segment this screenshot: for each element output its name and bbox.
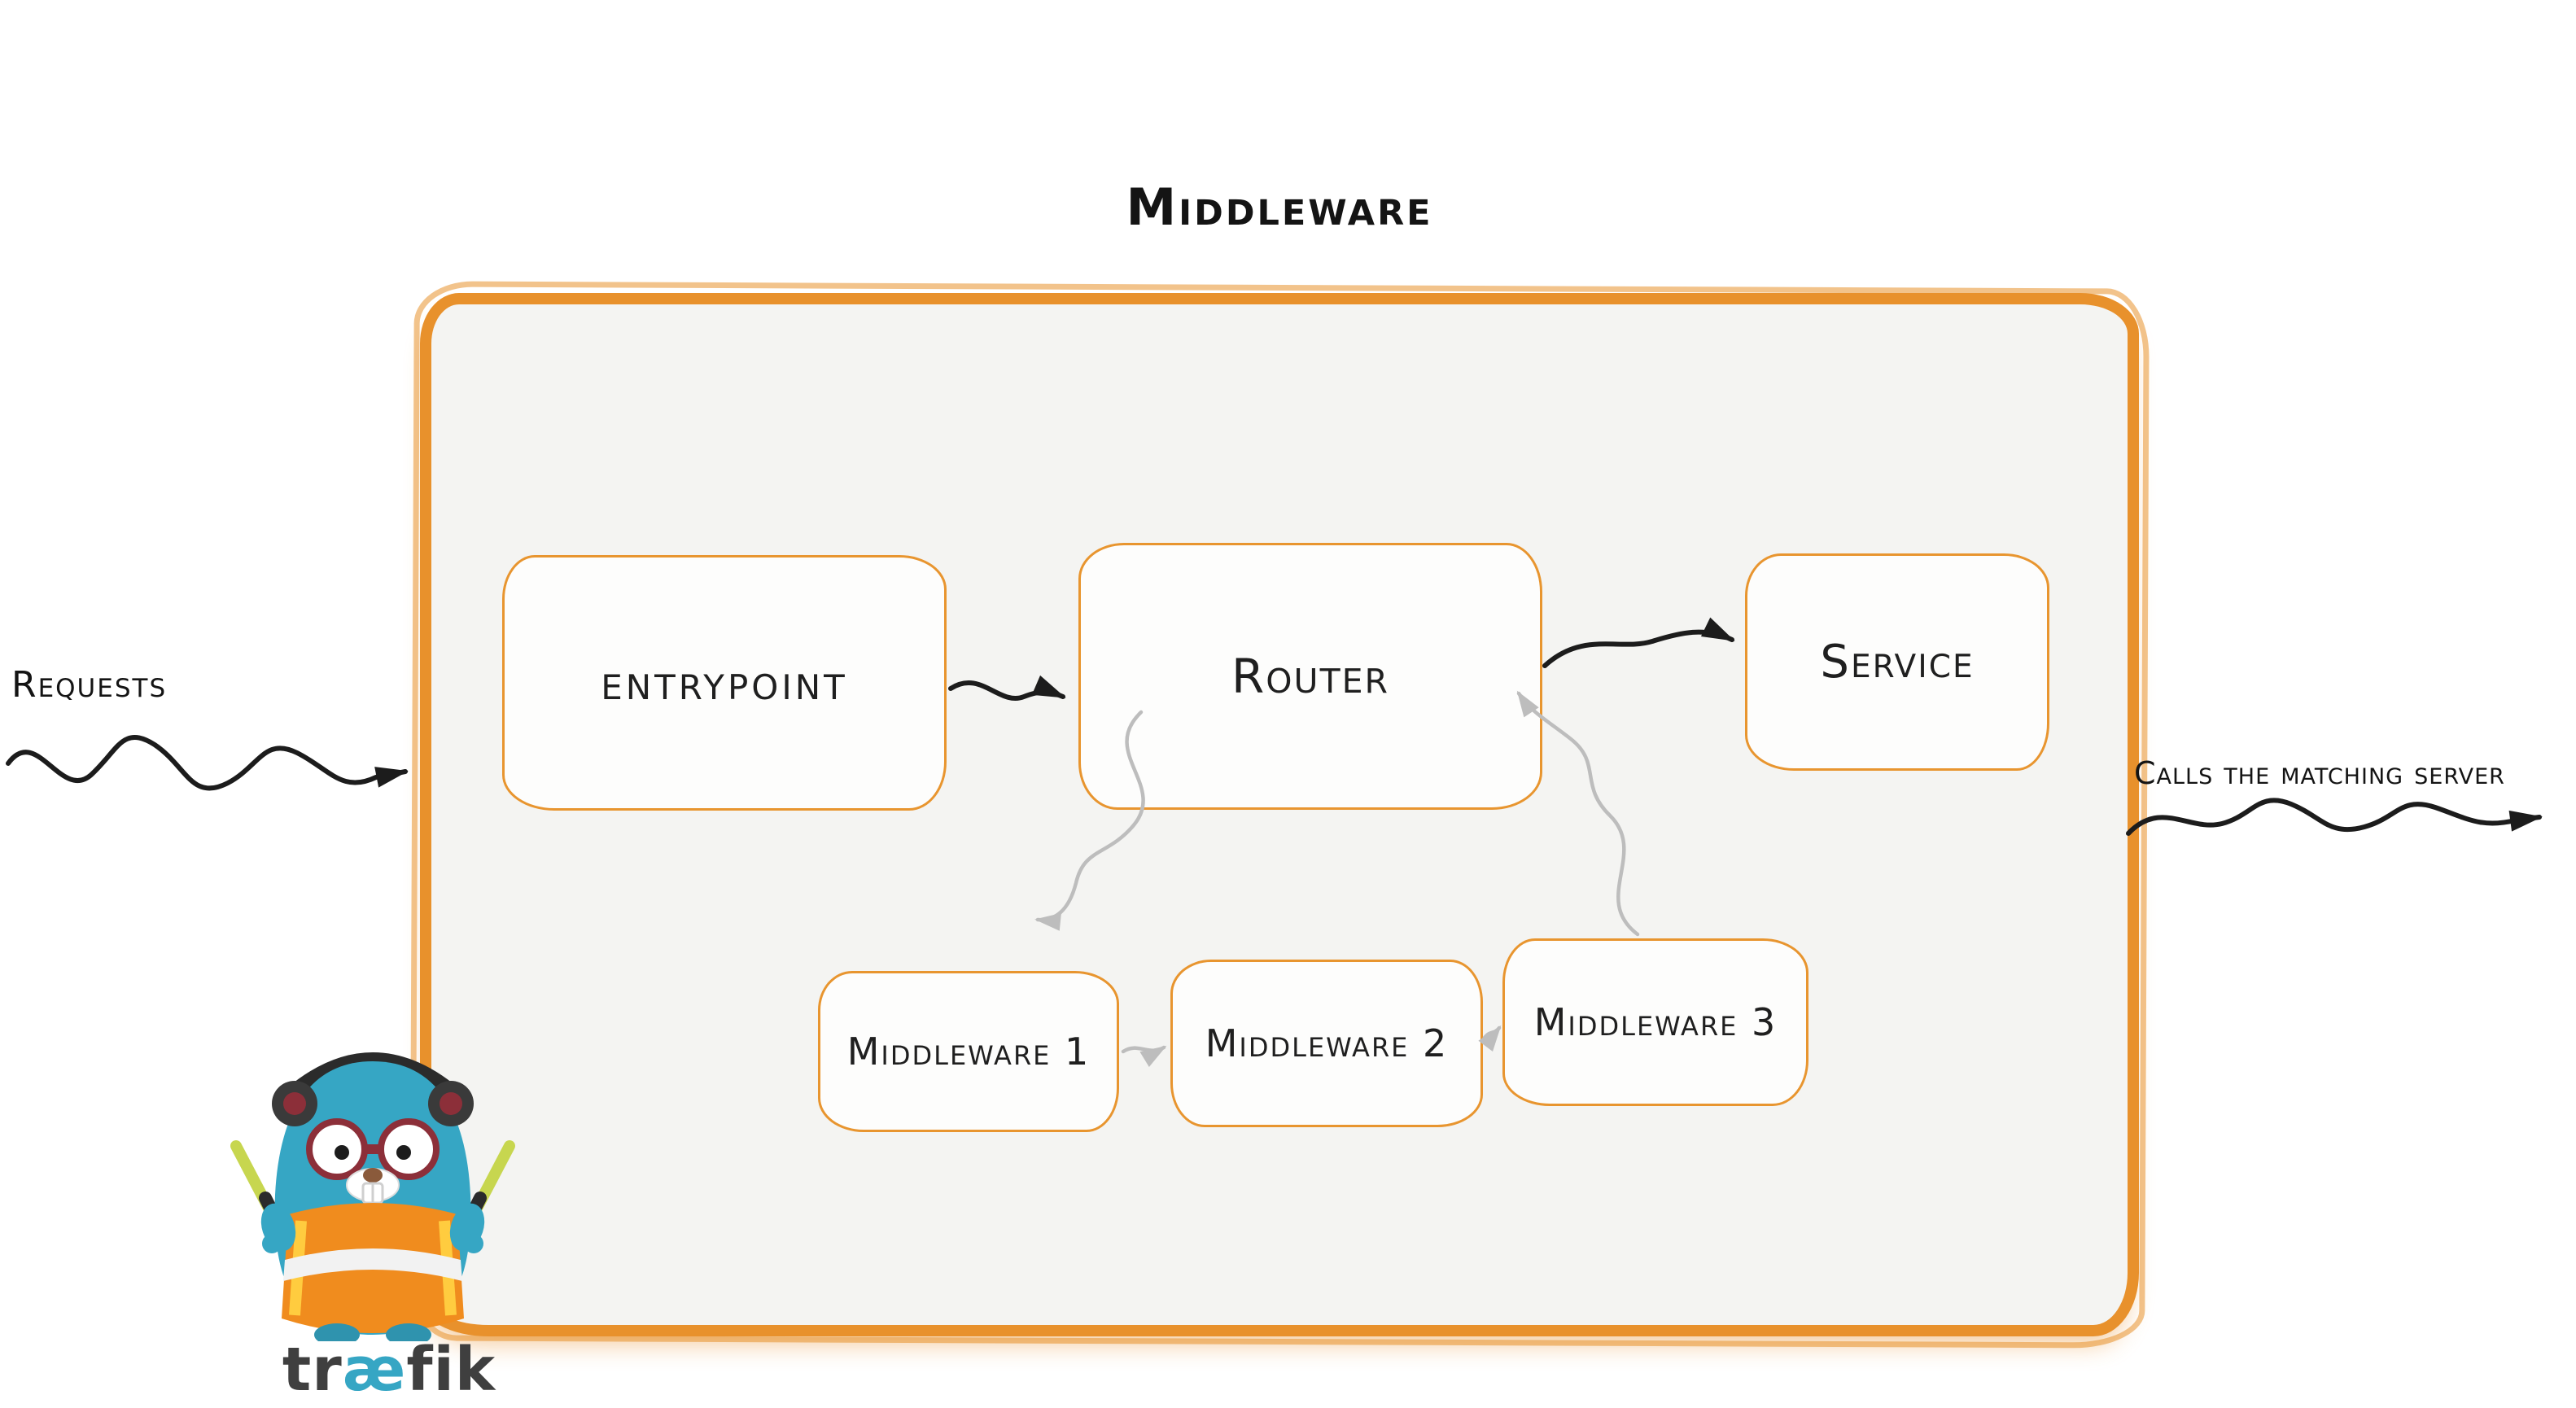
node-middleware-2: Middleware 2	[1170, 960, 1483, 1127]
node-entrypoint-label: entrypoint	[601, 654, 848, 711]
diagram-title: Middleware	[1126, 177, 1433, 237]
node-middleware-1: Middleware 1	[818, 971, 1119, 1132]
wordmark-ligature: æ	[342, 1335, 407, 1405]
node-middleware-3-label: Middleware 3	[1533, 1000, 1778, 1044]
node-service-label: Service	[1820, 636, 1975, 689]
traefik-wordmark: træfik	[243, 1335, 536, 1405]
requests-label: Requests	[11, 664, 168, 706]
wordmark-prefix: tr	[282, 1335, 343, 1405]
edge-requests-to-entrypoint	[6, 735, 409, 791]
node-middleware-1-label: Middleware 1	[846, 1030, 1091, 1073]
traefik-gopher-icon	[230, 1052, 515, 1341]
edge-service-to-outside	[2126, 798, 2543, 836]
node-router-label: Router	[1231, 649, 1390, 704]
wordmark-suffix: fik	[406, 1335, 496, 1405]
node-middleware-2-label: Middleware 2	[1205, 1021, 1449, 1065]
calls-matching-server-label: Calls the matching server	[2134, 755, 2505, 791]
node-router: Router	[1078, 543, 1542, 810]
middleware-container-frame	[420, 293, 2139, 1336]
node-entrypoint: entrypoint	[502, 555, 947, 811]
node-service: Service	[1745, 553, 2049, 771]
node-middleware-3: Middleware 3	[1502, 938, 1808, 1106]
